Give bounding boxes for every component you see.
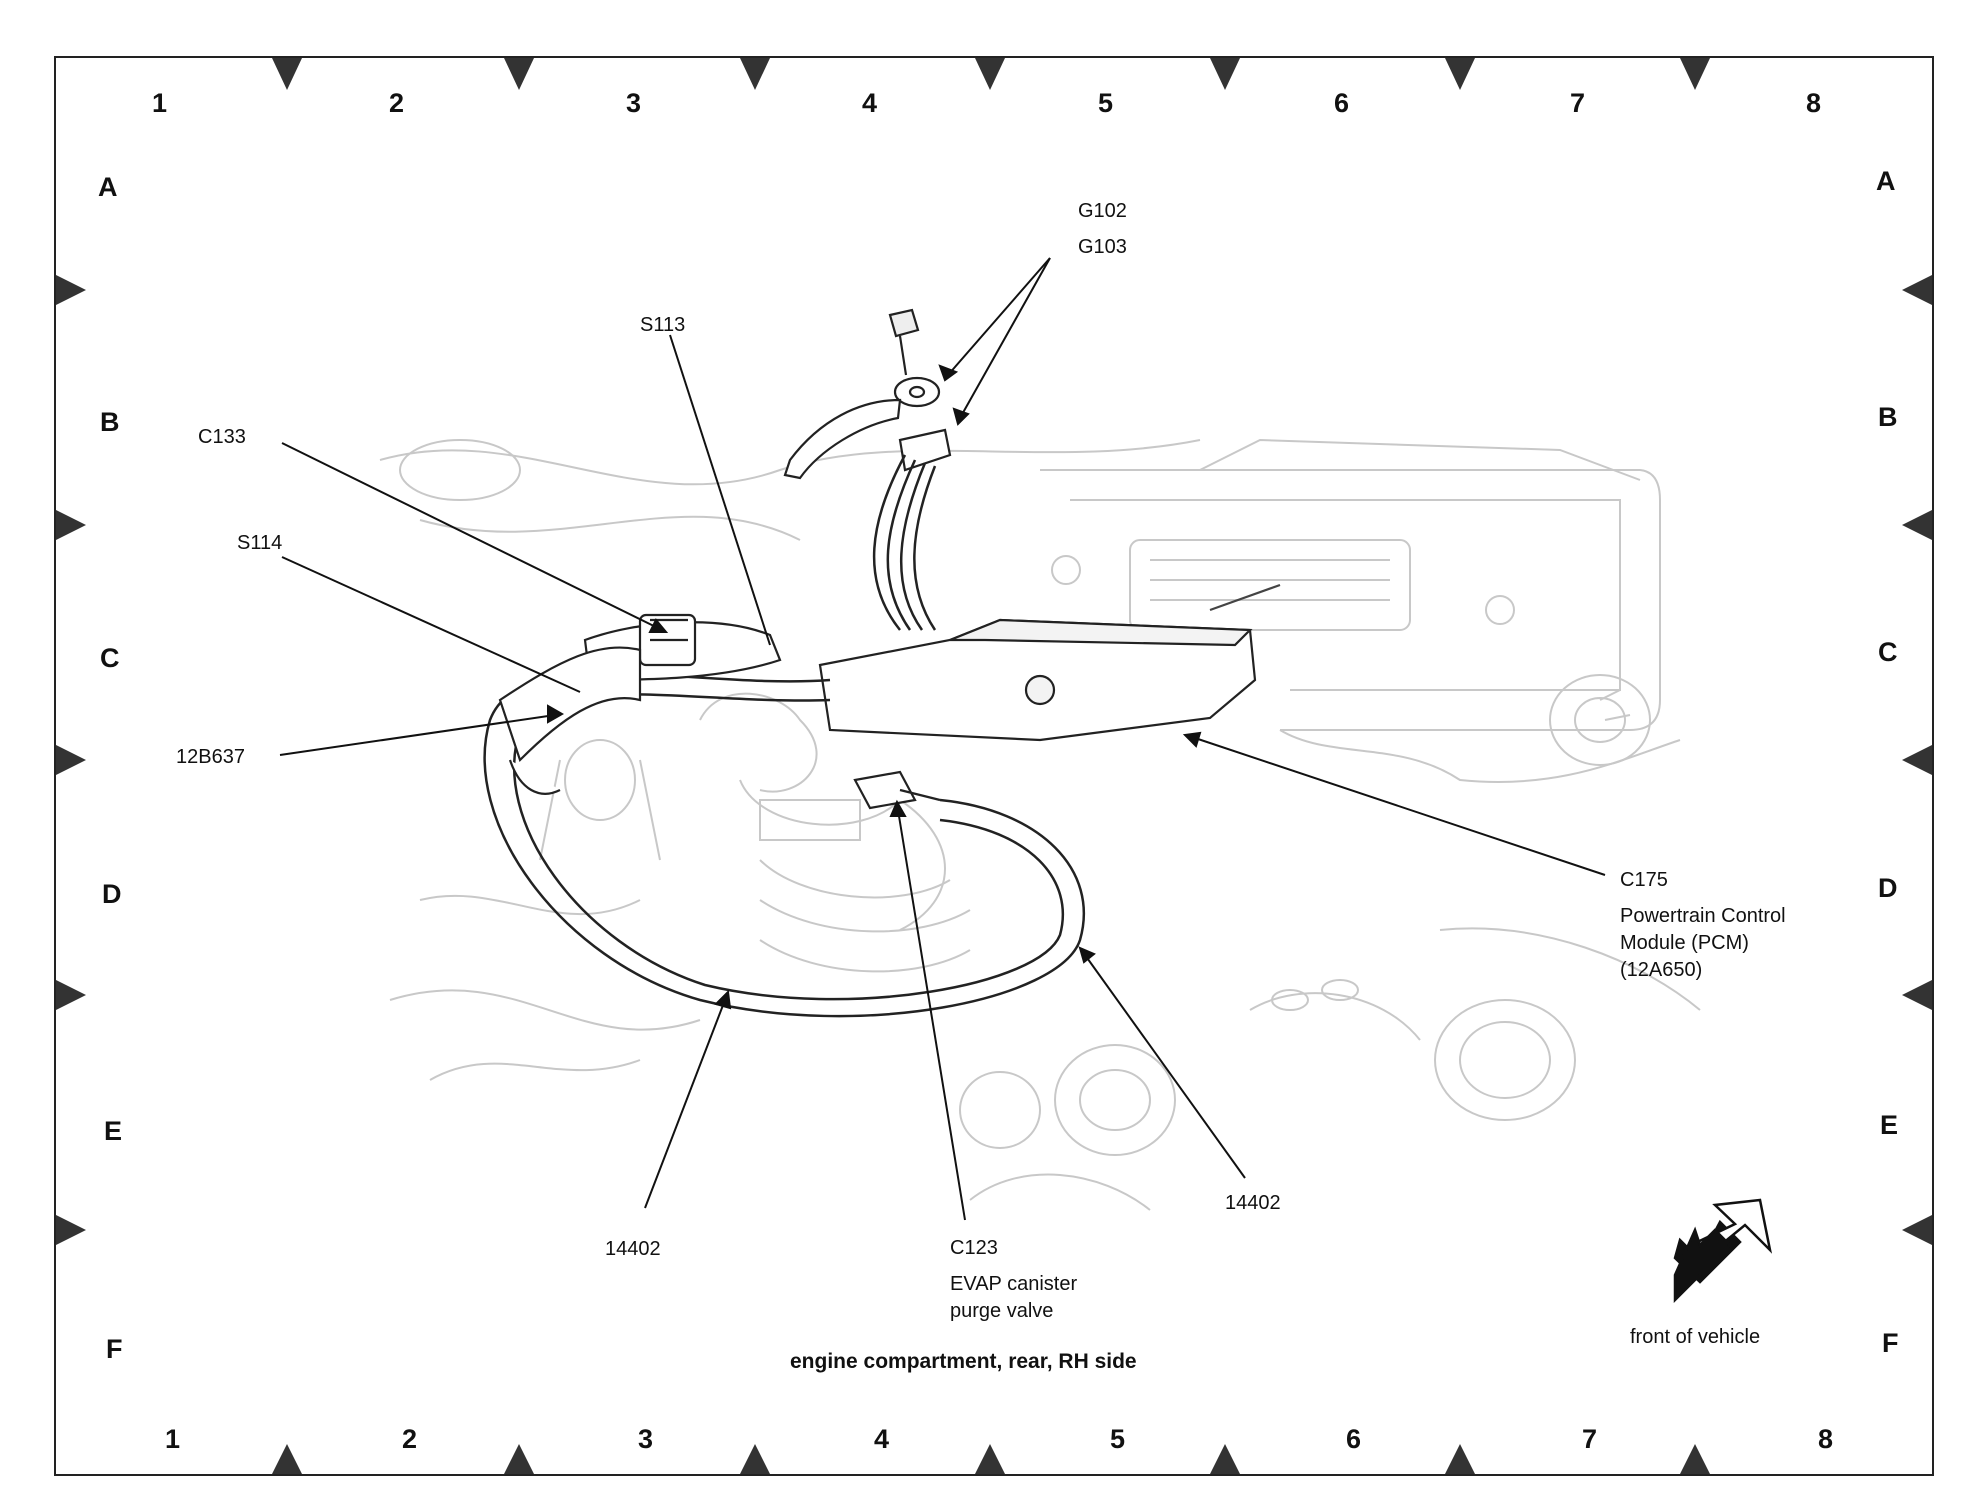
grid-row-left-d: D bbox=[102, 879, 122, 909]
grid-col-bottom-3: 3 bbox=[638, 1424, 654, 1454]
ground-harness bbox=[872, 454, 937, 631]
label-evap-line2: purge valve bbox=[950, 1300, 1054, 1322]
grid-col-bottom-6: 6 bbox=[1346, 1424, 1362, 1454]
grid-col-bottom-4: 4 bbox=[874, 1424, 890, 1454]
grid-col-top-3: 3 bbox=[626, 88, 642, 118]
grid-row-right-a: A bbox=[1876, 166, 1896, 196]
label-harness-left: 14402 bbox=[605, 1238, 661, 1260]
grid-row-left-c: C bbox=[100, 643, 120, 673]
grid-row-right-c: C bbox=[1878, 637, 1898, 667]
label-pcm-line2: Module (PCM) bbox=[1620, 932, 1749, 954]
grid-col-top-8: 8 bbox=[1806, 88, 1822, 118]
connector-cluster bbox=[498, 613, 782, 795]
grid-col-bottom-1: 1 bbox=[165, 1424, 181, 1454]
label-s113: S113 bbox=[640, 314, 686, 336]
leader-lines bbox=[279, 257, 1606, 1221]
grid-row-right-f: F bbox=[1882, 1328, 1899, 1358]
label-front-of-vehicle: front of vehicle bbox=[1630, 1326, 1761, 1348]
label-g102: G102 bbox=[1078, 200, 1127, 222]
grid-col-top-2: 2 bbox=[389, 88, 405, 118]
grid-col-top-6: 6 bbox=[1334, 88, 1350, 118]
grid-col-top-5: 5 bbox=[1098, 88, 1114, 118]
label-12b637: 12B637 bbox=[176, 746, 245, 768]
grid-col-bottom-8: 8 bbox=[1818, 1424, 1834, 1454]
grid-row-left-a: A bbox=[98, 172, 118, 202]
grid-row-right-e: E bbox=[1880, 1110, 1899, 1140]
grid-col-bottom-7: 7 bbox=[1582, 1424, 1598, 1454]
grid-col-top-7: 7 bbox=[1570, 88, 1586, 118]
grid-row-right-b: B bbox=[1878, 402, 1898, 432]
label-c133: C133 bbox=[198, 426, 246, 448]
grid-row-right-d: D bbox=[1878, 873, 1898, 903]
diagram-frame bbox=[54, 56, 1934, 1476]
label-s114: S114 bbox=[237, 532, 283, 554]
label-pcm-line3: (12A650) bbox=[1620, 959, 1703, 981]
grid-row-left-b: B bbox=[100, 407, 120, 437]
label-g103: G103 bbox=[1078, 236, 1127, 258]
label-c123: C123 bbox=[950, 1237, 998, 1259]
grid-col-bottom-5: 5 bbox=[1110, 1424, 1126, 1454]
grid-row-left-f: F bbox=[106, 1334, 123, 1364]
grid-col-top-4: 4 bbox=[862, 88, 878, 118]
engine-sketch bbox=[379, 438, 1701, 1211]
label-pcm-line1: Powertrain Control bbox=[1620, 905, 1786, 927]
label-evap-line1: EVAP canister bbox=[950, 1273, 1078, 1295]
diagram-caption: engine compartment, rear, RH side bbox=[790, 1350, 1137, 1373]
ground-hardware bbox=[783, 308, 952, 480]
label-c175: C175 bbox=[1620, 869, 1668, 891]
label-harness-right: 14402 bbox=[1225, 1192, 1281, 1214]
pcm-module bbox=[818, 583, 1281, 742]
grid-col-bottom-2: 2 bbox=[402, 1424, 418, 1454]
grid-col-top-1: 1 bbox=[152, 88, 168, 118]
grid-row-left-e: E bbox=[104, 1116, 123, 1146]
frame-markers bbox=[56, 58, 1932, 1474]
front-arrow-icon bbox=[1673, 1198, 1773, 1304]
evap-connector bbox=[853, 770, 941, 810]
